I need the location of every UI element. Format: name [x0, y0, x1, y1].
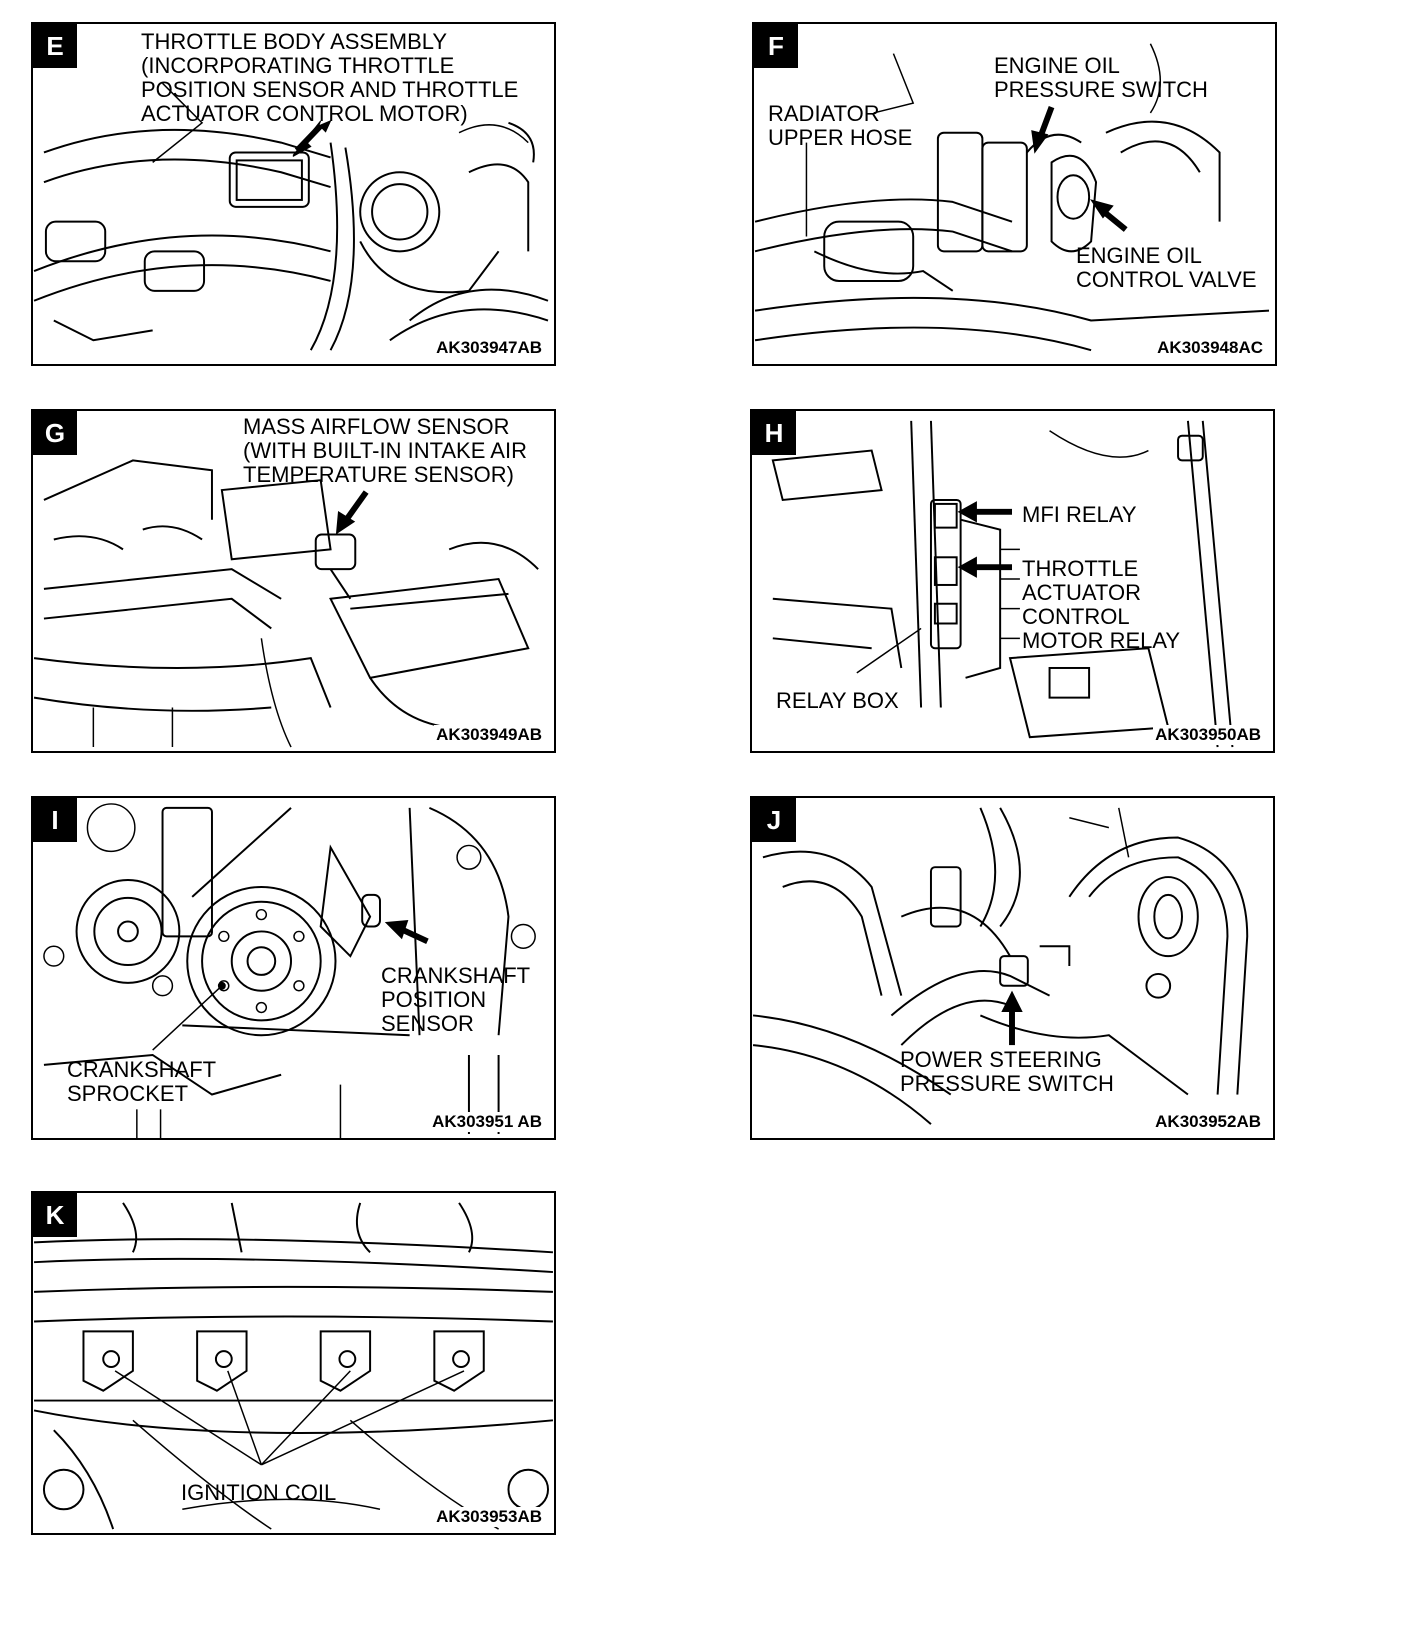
engine-illustration-i — [43, 803, 536, 1138]
power-steering-pressure-switch-label: POWER STEERING PRESSURE SWITCH — [900, 1047, 1114, 1096]
panel-i: I CRANKSHAFT POSITION SENSOR CRANKSHAFT … — [31, 796, 556, 1140]
panel-letter-k: K — [33, 1193, 77, 1237]
engine-illustration-j — [752, 807, 1249, 1125]
panel-k: K IGNITION COIL AK303953AB — [31, 1191, 556, 1535]
panel-f: F ENGINE OIL PRESSURE SWITCH RADIATOR UP… — [752, 22, 1277, 366]
panel-letter-h: H — [752, 411, 796, 455]
panel-j: J POWER STEERING PRESSURE SWITCH AK30395… — [750, 796, 1275, 1140]
engine-illustration-k — [33, 1202, 554, 1530]
radiator-upper-hose-label: RADIATOR UPPER HOSE — [768, 101, 913, 150]
figure-code-k: AK303953AB — [434, 1507, 544, 1527]
panel-letter-i: I — [33, 798, 77, 842]
engine-illustration-e — [33, 82, 549, 351]
crankshaft-position-sensor-label: CRANKSHAFT POSITION SENSOR — [381, 963, 531, 1036]
figure-code-h: AK303950AB — [1153, 725, 1263, 745]
mfi-relay-label: MFI RELAY — [1022, 502, 1137, 527]
engine-oil-pressure-switch-label: ENGINE OIL PRESSURE SWITCH — [994, 53, 1208, 102]
throttle-actuator-relay-label: THROTTLE ACTUATOR CONTROL MOTOR RELAY — [1022, 556, 1181, 653]
figure-code-j: AK303952AB — [1153, 1112, 1263, 1132]
crankshaft-sprocket-label: CRANKSHAFT SPROCKET — [67, 1057, 217, 1106]
ignition-coil-label: IGNITION COIL — [181, 1480, 337, 1505]
panel-letter-j: J — [752, 798, 796, 842]
figure-code-f: AK303948AC — [1155, 338, 1265, 358]
relay-box-label: RELAY BOX — [776, 688, 899, 713]
panel-g: G MASS AIRFLOW SENSOR (WITH BUILT-IN INT… — [31, 409, 556, 753]
engine-illustration-h — [771, 420, 1234, 748]
panel-letter-e: E — [33, 24, 77, 68]
panel-e: E THROTTLE BODY ASSEMBLY (INCORPORATING … — [31, 22, 556, 366]
engine-illustration-f — [754, 43, 1270, 352]
mass-airflow-sensor-label: MASS AIRFLOW SENSOR (WITH BUILT-IN INTAK… — [243, 414, 527, 487]
engine-oil-control-valve-label: ENGINE OIL CONTROL VALVE — [1076, 243, 1257, 292]
figure-code-g: AK303949AB — [434, 725, 544, 745]
figure-code-e: AK303947AB — [434, 338, 544, 358]
figure-code-i: AK303951 AB — [430, 1112, 544, 1132]
panel-letter-f: F — [754, 24, 798, 68]
throttle-body-label: THROTTLE BODY ASSEMBLY (INCORPORATING TH… — [141, 29, 519, 126]
panel-letter-g: G — [33, 411, 77, 455]
panel-h: H MFI RELAY THROTTLE ACTUATOR CONTROL MO… — [750, 409, 1275, 753]
